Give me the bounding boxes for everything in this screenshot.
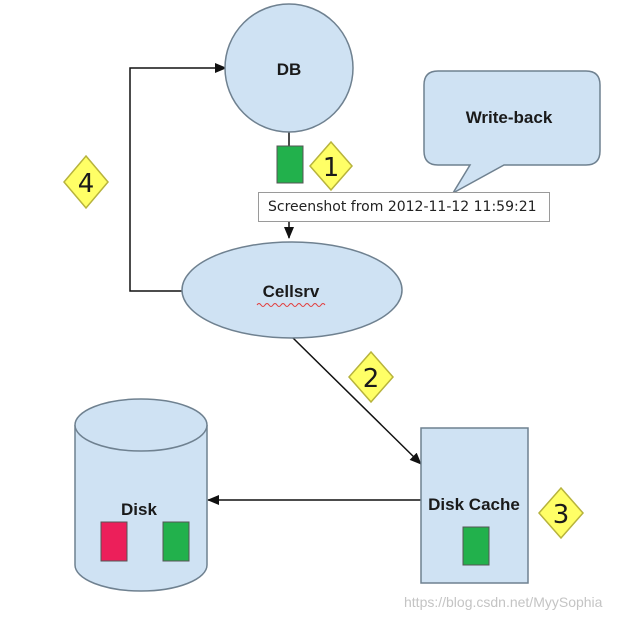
write-back-label: Write-back xyxy=(466,108,553,127)
step-badge-4: 4 xyxy=(63,154,109,210)
cellsrv-node[interactable]: Cellsrv xyxy=(181,241,403,339)
disk-block-red xyxy=(100,521,128,562)
db-node[interactable]: DB xyxy=(224,3,354,133)
step-badge-1: 1 xyxy=(309,140,353,192)
write-back-callout: Write-back xyxy=(423,70,601,196)
step-badge-4-label: 4 xyxy=(78,169,95,199)
step-badge-3: 3 xyxy=(538,486,584,540)
cellsrv-to-cache-arrow xyxy=(292,337,422,465)
spellcheck-underline xyxy=(256,303,326,307)
screenshot-tooltip: Screenshot from 2012-11-12 11:59:21 xyxy=(258,192,550,222)
disk-cache-block-green xyxy=(462,526,490,566)
disk-node[interactable]: Disk xyxy=(74,398,208,592)
db-label: DB xyxy=(277,60,302,79)
disk-cache-label: Disk Cache xyxy=(428,495,520,514)
step-badge-2-label: 2 xyxy=(363,364,380,394)
step-badge-3-label: 3 xyxy=(553,500,570,530)
watermark: https://blog.csdn.net/MyySophia xyxy=(404,594,603,610)
disk-block-green xyxy=(162,521,190,562)
cellsrv-label: Cellsrv xyxy=(263,282,320,301)
disk-cache-node[interactable]: Disk Cache xyxy=(420,427,529,584)
write-block-green xyxy=(276,145,304,184)
step-badge-2: 2 xyxy=(348,350,394,404)
cellsrv-to-db-connector xyxy=(129,63,227,292)
disk-label: Disk xyxy=(121,500,157,519)
step-badge-1-label: 1 xyxy=(323,153,340,183)
